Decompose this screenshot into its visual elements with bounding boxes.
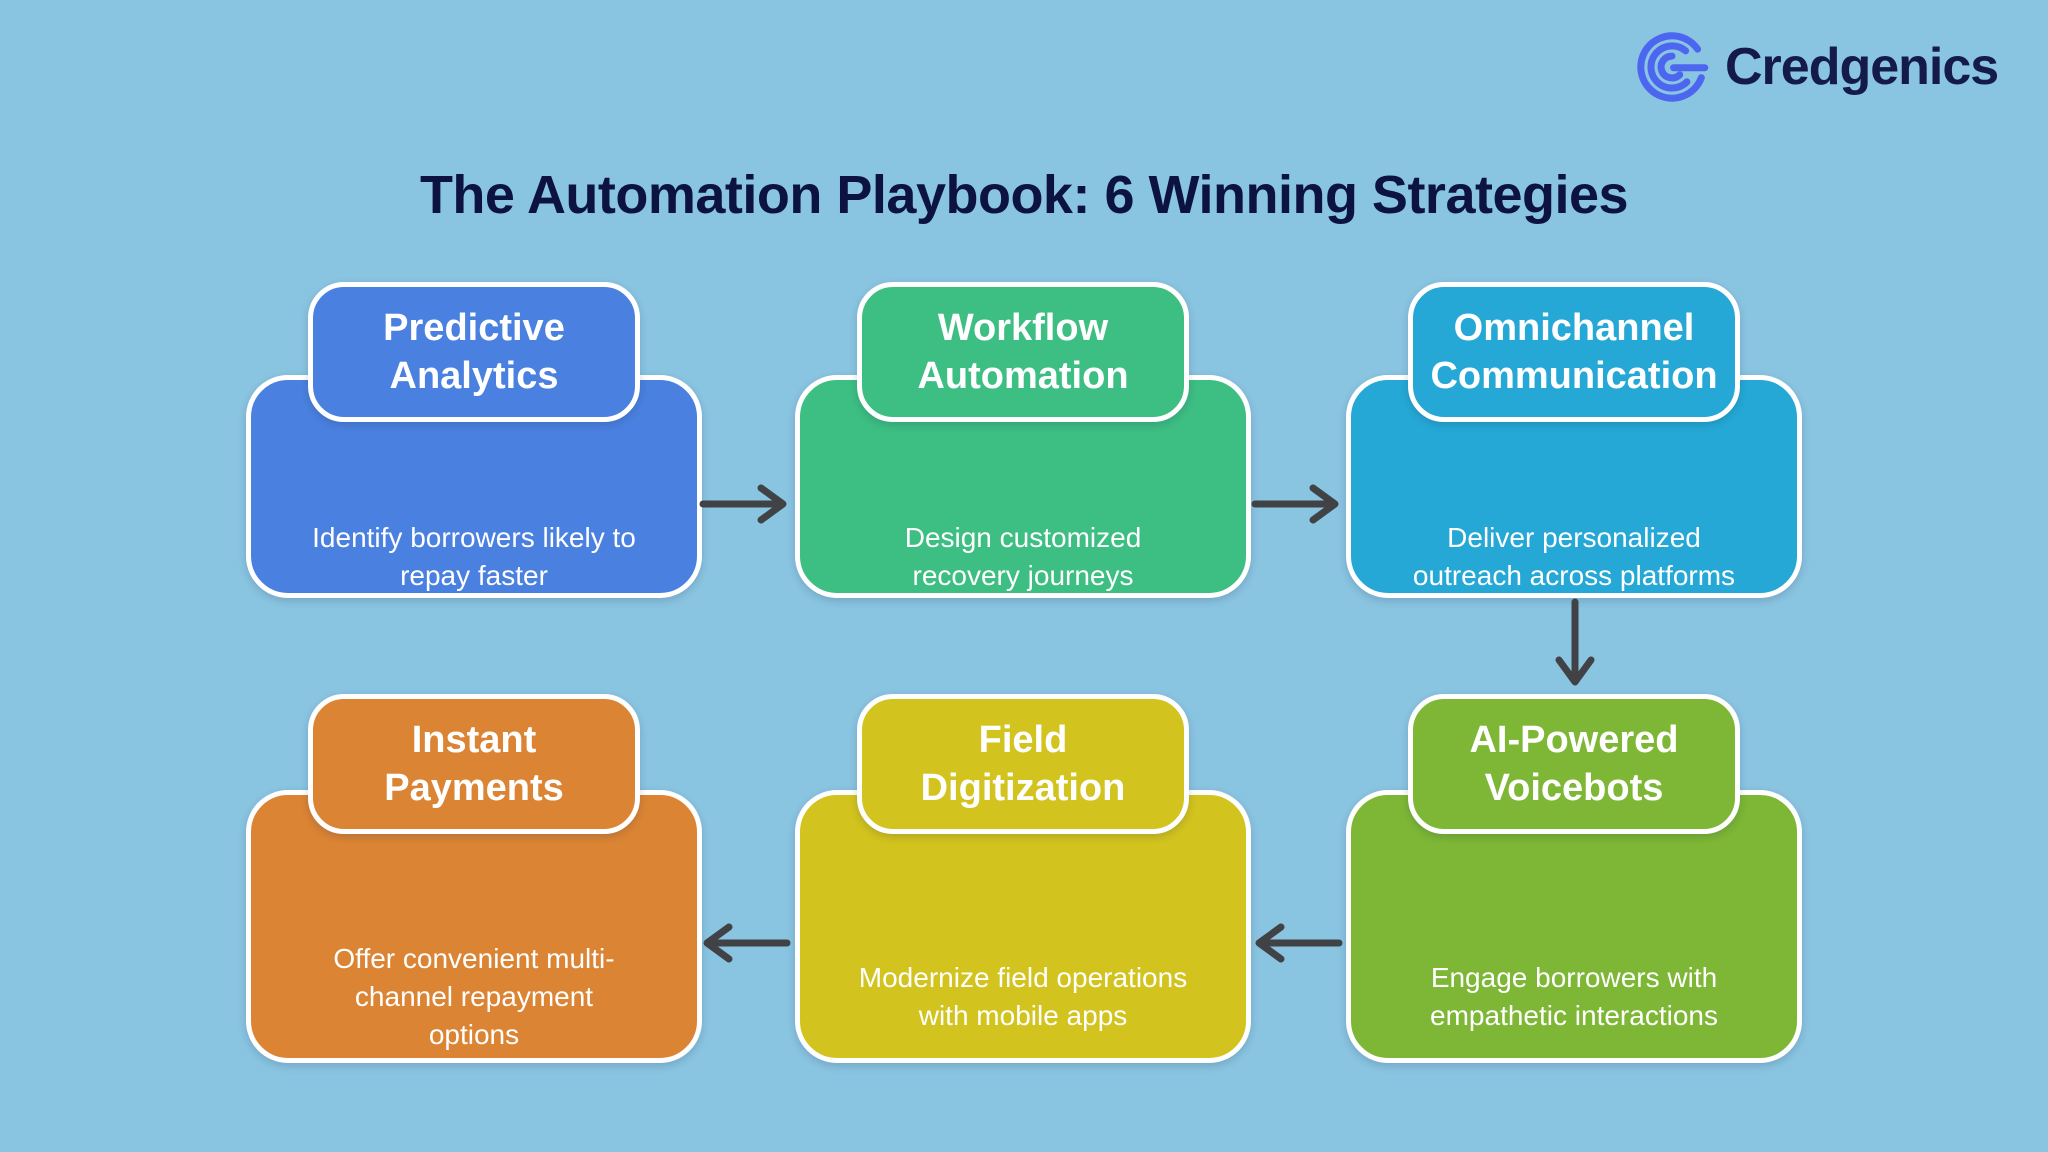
card-description: Design customized recovery journeys (904, 521, 1142, 591)
card-description: Engage borrowers with empathetic interac… (1430, 961, 1718, 1031)
card-body: Engage borrowers with empathetic interac… (1346, 790, 1802, 1063)
card-title-badge: Predictive Analytics (308, 282, 640, 422)
card-title-badge: Instant Payments (308, 694, 640, 834)
card-body: Offer convenient multi- channel repaymen… (246, 790, 702, 1063)
brand: Credgenics (1633, 28, 1999, 106)
arrow-left-icon (703, 923, 791, 963)
card-ai-powered-voicebots: Engage borrowers with empathetic interac… (1346, 694, 1802, 1063)
arrow-right-icon (1251, 484, 1339, 524)
card-title-badge: Omnichannel Communication (1408, 282, 1740, 422)
page-title: The Automation Playbook: 6 Winning Strat… (419, 165, 1629, 226)
card-title-badge: Field Digitization (857, 694, 1189, 834)
card-body: Modernize field operations with mobile a… (795, 790, 1251, 1063)
card-title-badge: AI-Powered Voicebots (1408, 694, 1740, 834)
card-description: Modernize field operations with mobile a… (858, 961, 1188, 1031)
card-instant-payments: Offer convenient multi- channel repaymen… (246, 694, 702, 1063)
credgenics-logo-icon (1637, 32, 1709, 102)
card-omnichannel-communication: Deliver personalized outreach across pla… (1346, 282, 1802, 598)
card-predictive-analytics: Identify borrowers likely to repay faste… (246, 282, 702, 598)
arrow-right-icon (699, 484, 787, 524)
arrow-left-icon (1255, 923, 1343, 963)
card-title-badge: Workflow Automation (857, 282, 1189, 422)
card-workflow-automation: Design customized recovery journeys Work… (795, 282, 1251, 598)
card-description: Offer convenient multi- channel repaymen… (333, 942, 615, 1050)
brand-name: Credgenics (1725, 38, 1999, 96)
arrow-down-icon (1555, 598, 1595, 686)
card-description: Deliver personalized outreach across pla… (1412, 521, 1736, 591)
card-description: Identify borrowers likely to repay faste… (312, 521, 636, 591)
card-field-digitization: Modernize field operations with mobile a… (795, 694, 1251, 1063)
